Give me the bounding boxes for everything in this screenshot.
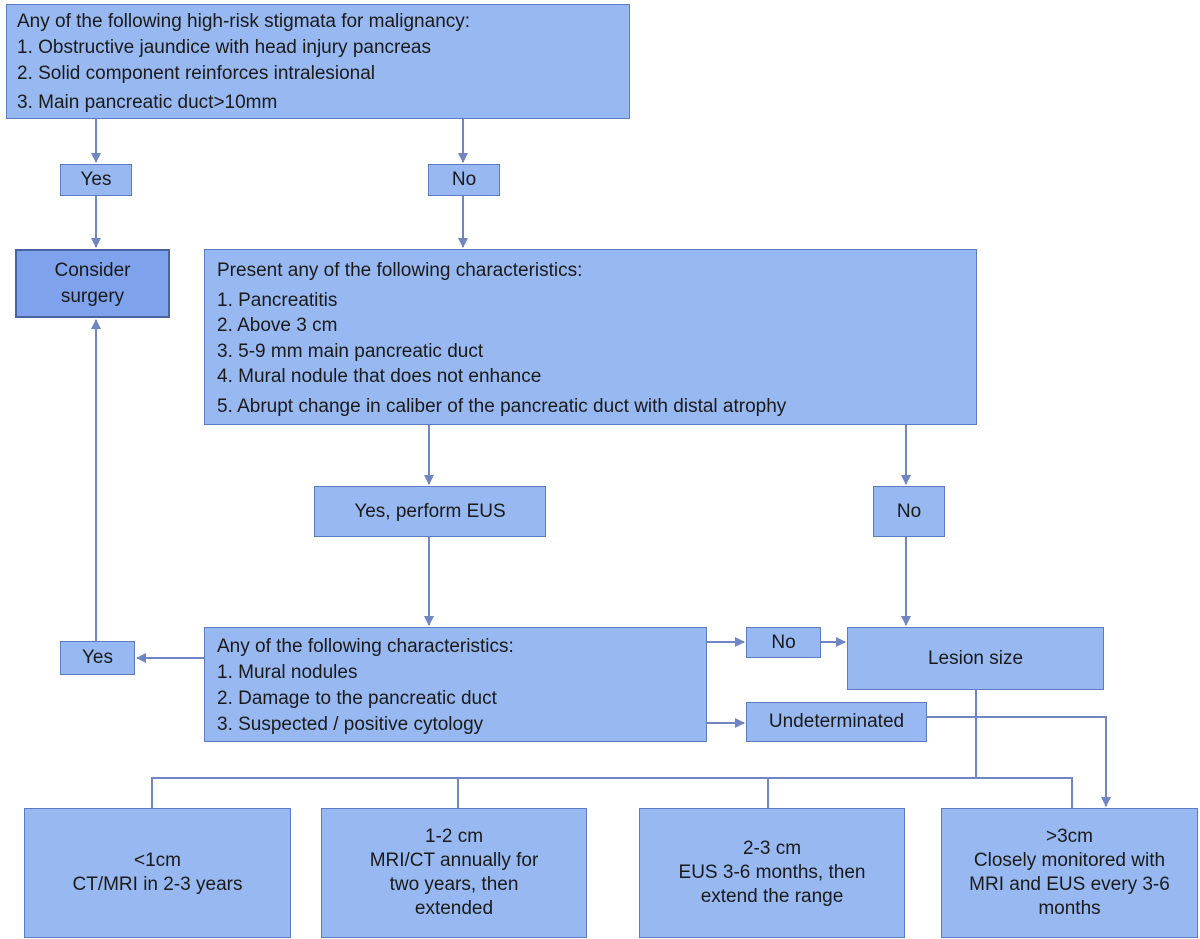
outcome-2-text-3: extended: [414, 898, 494, 919]
perform-eus-box: Yes, perform EUS: [314, 486, 546, 537]
eus-item-3: 3. Suspected / positive cytology: [217, 714, 484, 735]
eus-item-1: 1. Mural nodules: [217, 662, 358, 683]
characteristics-box: Present any of the following characteris…: [204, 249, 977, 425]
outcome-1-2cm: 1-2 cm MRI/CT annually for two years, th…: [321, 808, 587, 938]
eus-title: Any of the following characteristics:: [217, 636, 514, 657]
eus-yes-label: Yes: [60, 641, 135, 675]
outcome-over-3cm: >3cm Closely monitored with MRI and EUS …: [941, 808, 1198, 938]
characteristics-title: Present any of the following characteris…: [217, 260, 583, 281]
mid-no-label: No: [873, 486, 945, 537]
outcome-3-size: 2-3 cm: [742, 838, 802, 859]
bracket-lesion-outcomes: [151, 777, 1073, 808]
outcome-4-text-2: MRI and EUS every 3-6: [969, 874, 1170, 895]
characteristics-item-4: 4. Mural nodule that does not enhance: [217, 366, 542, 387]
arrow-undetermined-to-over3: [927, 716, 1111, 807]
outcome-1-size: <1cm: [133, 850, 181, 871]
outcome-2-3cm: 2-3 cm EUS 3-6 months, then extend the r…: [639, 808, 905, 938]
high-risk-stigmata-box: Any of the following high-risk stigmata …: [6, 4, 630, 119]
outcome-4-text-3: months: [1038, 898, 1101, 919]
undetermined-box: Undeterminated: [746, 702, 927, 742]
surgery-line-2: surgery: [60, 285, 125, 307]
characteristics-item-5: 5. Abrupt change in caliber of the pancr…: [217, 395, 787, 417]
high-risk-item-3: 3. Main pancreatic duct>10mm: [17, 92, 278, 113]
characteristics-item-3: 3. 5-9 mm main pancreatic duct: [217, 340, 484, 362]
consider-surgery-box: Consider surgery: [15, 249, 170, 318]
characteristics-item-1: 1. Pancreatitis: [217, 289, 338, 311]
top-no-label: No: [428, 164, 500, 196]
top-yes-label: Yes: [60, 164, 132, 196]
eus-no-label: No: [746, 627, 821, 658]
outcome-2-text-2: two years, then: [389, 874, 519, 895]
lesion-size-box: Lesion size: [847, 627, 1104, 690]
outcome-3-text-2: extend the range: [700, 886, 844, 907]
high-risk-item-1: 1. Obstructive jaundice with head injury…: [17, 37, 432, 58]
high-risk-item-2: 2. Solid component reinforces intralesio…: [17, 63, 376, 84]
outcome-under-1cm: <1cm CT/MRI in 2-3 years: [24, 808, 291, 938]
outcome-1-text-1: CT/MRI in 2-3 years: [72, 874, 243, 895]
outcome-4-size: >3cm: [1045, 826, 1093, 847]
characteristics-item-2: 2. Above 3 cm: [217, 315, 338, 336]
outcome-2-text-1: MRI/CT annually for: [369, 850, 539, 871]
high-risk-title: Any of the following high-risk stigmata …: [17, 11, 471, 32]
outcome-3-text-1: EUS 3-6 months, then: [678, 862, 866, 883]
eus-characteristics-box: Any of the following characteristics: 1.…: [204, 627, 707, 742]
outcome-4-text-1: Closely monitored with: [973, 850, 1166, 871]
outcome-2-size: 1-2 cm: [424, 826, 484, 847]
surgery-line-1: Consider: [54, 259, 131, 281]
eus-item-2: 2. Damage to the pancreatic duct: [217, 688, 497, 709]
